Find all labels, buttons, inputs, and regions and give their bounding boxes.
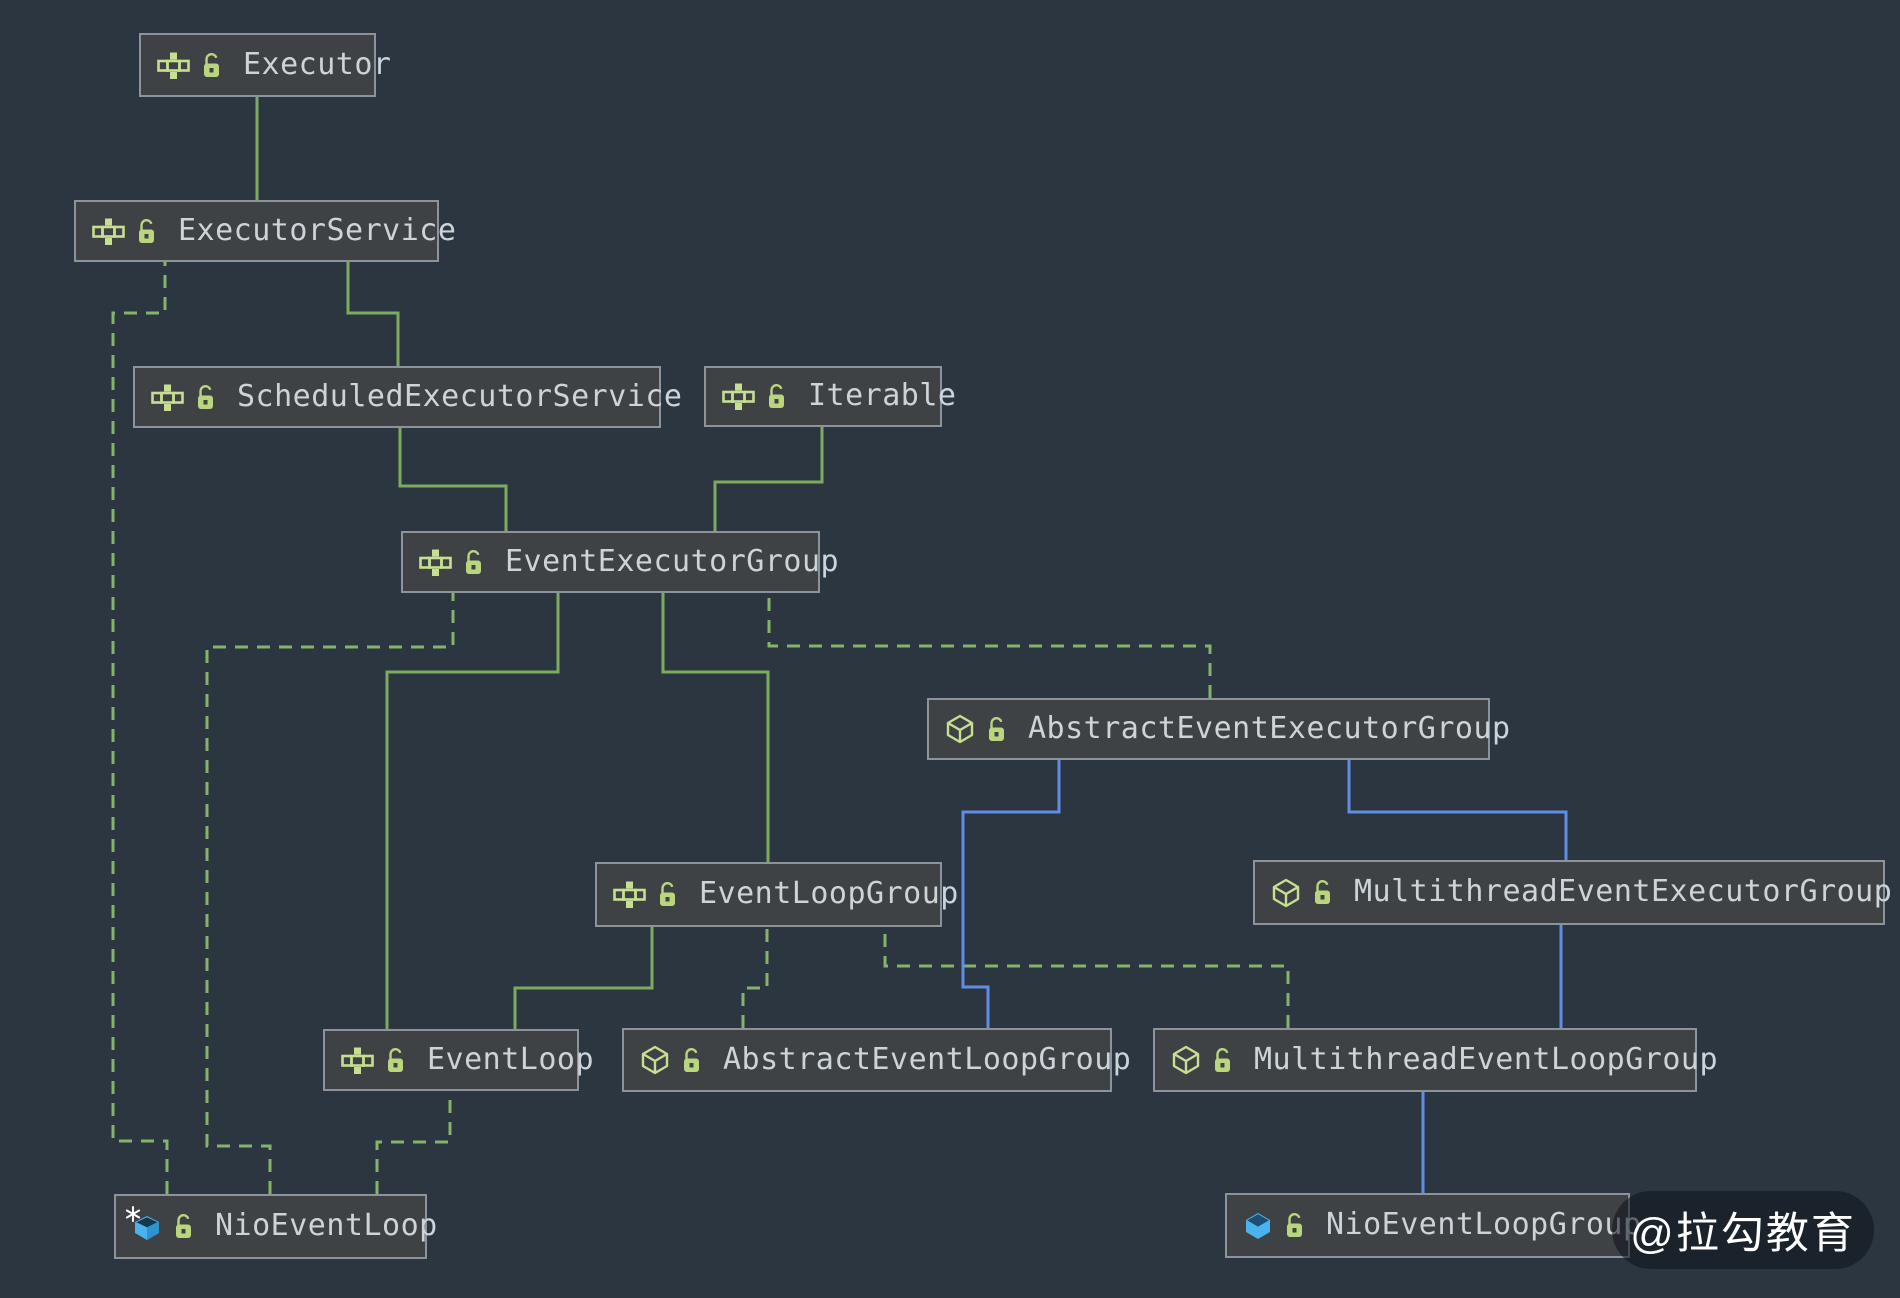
node-label: ExecutorService <box>178 212 457 248</box>
node-label: MultithreadEventLoopGroup <box>1254 1041 1719 1077</box>
interface-icon <box>419 548 452 577</box>
public-lock-icon <box>1313 879 1332 906</box>
node-event-loop-group[interactable]: EventLoopGroup <box>595 862 958 927</box>
node-nio-event-loop[interactable]: NioEventLoop <box>114 1194 437 1259</box>
edge-nio-event-loop--executor-service <box>111 262 169 1194</box>
node-label: EventLoop <box>427 1041 595 1077</box>
interface-icon <box>157 51 190 80</box>
node-label: AbstractEventLoopGroup <box>723 1041 1132 1077</box>
node-event-loop[interactable]: EventLoop <box>323 1029 594 1091</box>
public-lock-icon <box>1213 1047 1232 1074</box>
node-multithread-event-loop-group[interactable]: MultithreadEventLoopGroup <box>1153 1028 1718 1092</box>
edge-multithread-event-executor-group--abstract-event-executor-group <box>1347 760 1568 860</box>
node-label: NioEventLoop <box>215 1208 438 1243</box>
edge-event-loop--event-loop-group <box>513 927 654 1029</box>
class-cube-icon <box>640 1045 670 1075</box>
edge-scheduled-executor-service--executor-service <box>346 262 400 366</box>
public-lock-icon <box>137 218 156 245</box>
node-executor[interactable]: Executor <box>139 33 391 97</box>
node-scheduled-executor-service[interactable]: ScheduledExecutorService <box>133 366 682 428</box>
node-iterable[interactable]: Iterable <box>704 366 956 427</box>
node-label: EventExecutorGroup <box>505 543 840 579</box>
solid-cube-icon <box>1243 1211 1273 1241</box>
edge-abstract-event-executor-group--event-executor-group <box>767 593 1212 698</box>
interface-icon <box>92 217 125 246</box>
public-lock-icon <box>174 1213 193 1240</box>
public-lock-icon <box>1285 1212 1304 1239</box>
class-cube-icon <box>945 714 975 744</box>
edge-nio-event-loop--event-executor-group <box>205 593 455 1194</box>
edge-event-loop--event-executor-group <box>385 593 560 1029</box>
interface-icon <box>151 383 184 412</box>
interface-icon <box>341 1046 374 1075</box>
node-multithread-event-executor-group[interactable]: MultithreadEventExecutorGroup <box>1253 860 1892 925</box>
edge-abstract-event-loop-group--abstract-event-executor-group <box>961 760 1061 1028</box>
public-lock-icon <box>202 52 221 79</box>
public-lock-icon <box>386 1047 405 1074</box>
node-label: AbstractEventExecutorGroup <box>1028 710 1511 746</box>
edge-abstract-event-loop-group--event-loop-group <box>741 927 769 1028</box>
interface-icon <box>722 382 755 411</box>
node-event-executor-group[interactable]: EventExecutorGroup <box>401 531 839 593</box>
public-lock-icon <box>682 1047 701 1074</box>
edge-event-executor-group--scheduled-executor-service <box>398 428 508 531</box>
public-lock-icon <box>196 384 215 411</box>
node-label: Executor <box>243 46 392 82</box>
node-label: MultithreadEventExecutorGroup <box>1354 874 1893 909</box>
node-nio-event-loop-group[interactable]: NioEventLoopGroup <box>1225 1193 1641 1258</box>
edge-event-executor-group--iterable <box>713 427 824 531</box>
edge-event-loop-group--event-executor-group <box>661 593 770 862</box>
public-lock-icon <box>464 549 483 576</box>
public-lock-icon <box>987 716 1006 743</box>
node-label: ScheduledExecutorService <box>237 378 683 414</box>
snowflake-icon <box>125 1206 141 1222</box>
interface-icon <box>613 880 646 909</box>
watermark-badge: @拉勾教育 <box>1612 1191 1874 1269</box>
final-cube-icon <box>132 1212 162 1242</box>
edge-nio-event-loop--event-loop <box>375 1091 452 1194</box>
node-label: EventLoopGroup <box>699 876 959 911</box>
public-lock-icon <box>658 881 677 908</box>
node-abstract-event-loop-group[interactable]: AbstractEventLoopGroup <box>622 1028 1131 1092</box>
public-lock-icon <box>767 383 786 410</box>
class-cube-icon <box>1271 878 1301 908</box>
node-label: Iterable <box>808 378 957 413</box>
node-label: NioEventLoopGroup <box>1326 1207 1642 1242</box>
node-abstract-event-executor-group[interactable]: AbstractEventExecutorGroup <box>927 698 1510 760</box>
edge-multithread-event-loop-group--event-loop-group <box>883 927 1290 1028</box>
class-cube-icon <box>1171 1045 1201 1075</box>
node-executor-service[interactable]: ExecutorService <box>74 200 456 262</box>
